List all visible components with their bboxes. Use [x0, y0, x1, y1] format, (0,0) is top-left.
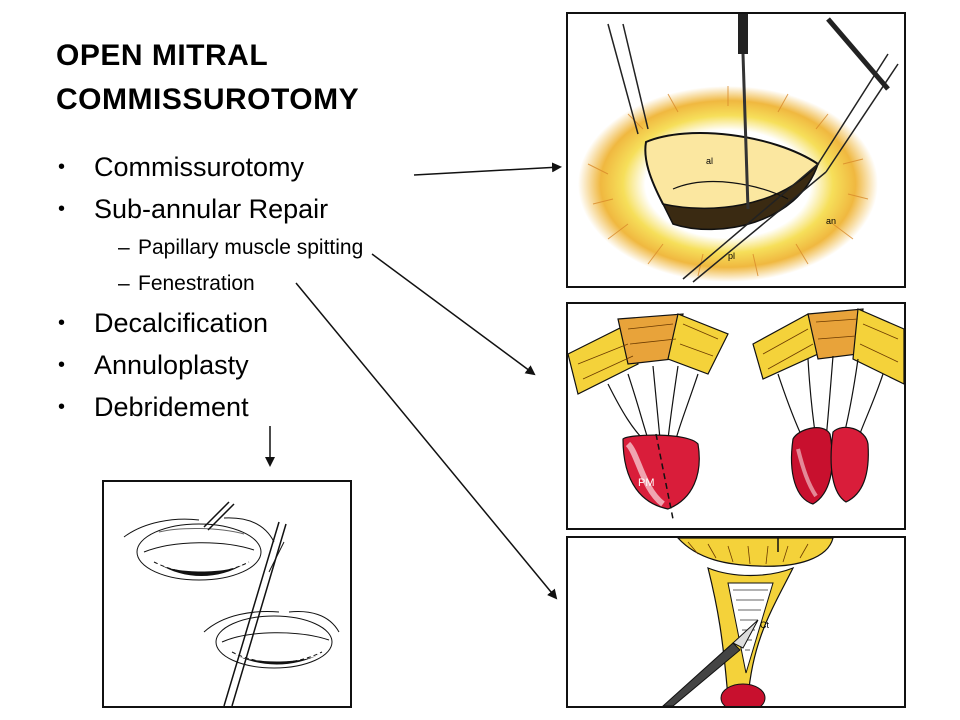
hook-instrument — [682, 163, 819, 280]
right-papillary-muscle-a — [790, 427, 833, 505]
leaflet-edge-hatching — [687, 541, 809, 565]
label-pl: pl — [728, 251, 735, 261]
sub-bullet-text: Fenestration — [138, 272, 255, 295]
left-leaflet-fans — [568, 313, 729, 395]
dash-marker: – — [118, 272, 130, 295]
dash-marker: – — [118, 236, 130, 259]
label-pm: PM — [638, 477, 655, 489]
split-line — [655, 433, 674, 520]
arrow-to-commissurotomy — [413, 162, 562, 176]
upper-valve — [123, 517, 275, 581]
bullet-text: Debridement — [94, 392, 249, 422]
debridement-illustration — [102, 480, 352, 708]
papillary-split-illustration: PM — [566, 302, 906, 530]
retractor-left — [607, 23, 639, 135]
bullet-text: Decalcification — [94, 308, 269, 338]
label-al: al — [706, 156, 713, 166]
upper-calcification — [159, 564, 244, 576]
bullet-marker: • — [58, 354, 66, 376]
fenestration-drawing: Ct — [662, 538, 834, 706]
slide-title: OPEN MITRAL COMMISSUROTOMY — [56, 34, 359, 122]
fenestration-illustration: Ct — [566, 536, 906, 708]
arrow-to-papillary — [371, 253, 536, 376]
papillary-drawing: PM — [568, 308, 904, 520]
title-line-2: COMMISSUROTOMY — [56, 83, 360, 116]
lower-instrument — [223, 521, 280, 706]
upper-instrument — [203, 501, 230, 528]
bullet-marker: • — [58, 312, 66, 334]
commissurotomy-drawing: al pl an — [578, 14, 899, 283]
label-an: an — [826, 216, 836, 226]
bullet-text: Annuloplasty — [94, 350, 249, 380]
commissurotomy-illustration: al pl an — [566, 12, 906, 288]
scalpel-blade — [741, 53, 750, 210]
left-papillary-muscle — [622, 434, 700, 510]
bullet-marker: • — [58, 396, 66, 418]
muscle-tip — [720, 683, 766, 706]
leaflet-edge — [677, 538, 834, 567]
bullet-marker: • — [58, 156, 66, 178]
bullet-marker: • — [58, 198, 66, 220]
bullet-text: Sub-annular Repair — [94, 194, 329, 224]
left-chordae — [607, 365, 699, 440]
bullet-text: Commissurotomy — [94, 152, 305, 182]
lower-calcification — [234, 654, 320, 665]
annulus-hatching — [587, 86, 869, 277]
debridement-drawing — [123, 501, 340, 706]
label-ct: Ct — [760, 620, 769, 630]
right-chordae — [777, 355, 884, 440]
title-line-1: OPEN MITRAL — [56, 39, 269, 72]
right-leaflet-fans — [752, 308, 904, 385]
scalpel-blade-tip — [732, 619, 759, 649]
forceps-handle — [826, 17, 890, 91]
scalpel — [662, 642, 741, 706]
sub-bullet-text: Papillary muscle spitting — [138, 236, 364, 259]
lower-valve — [203, 611, 340, 669]
right-papillary-muscle-b — [830, 426, 869, 503]
